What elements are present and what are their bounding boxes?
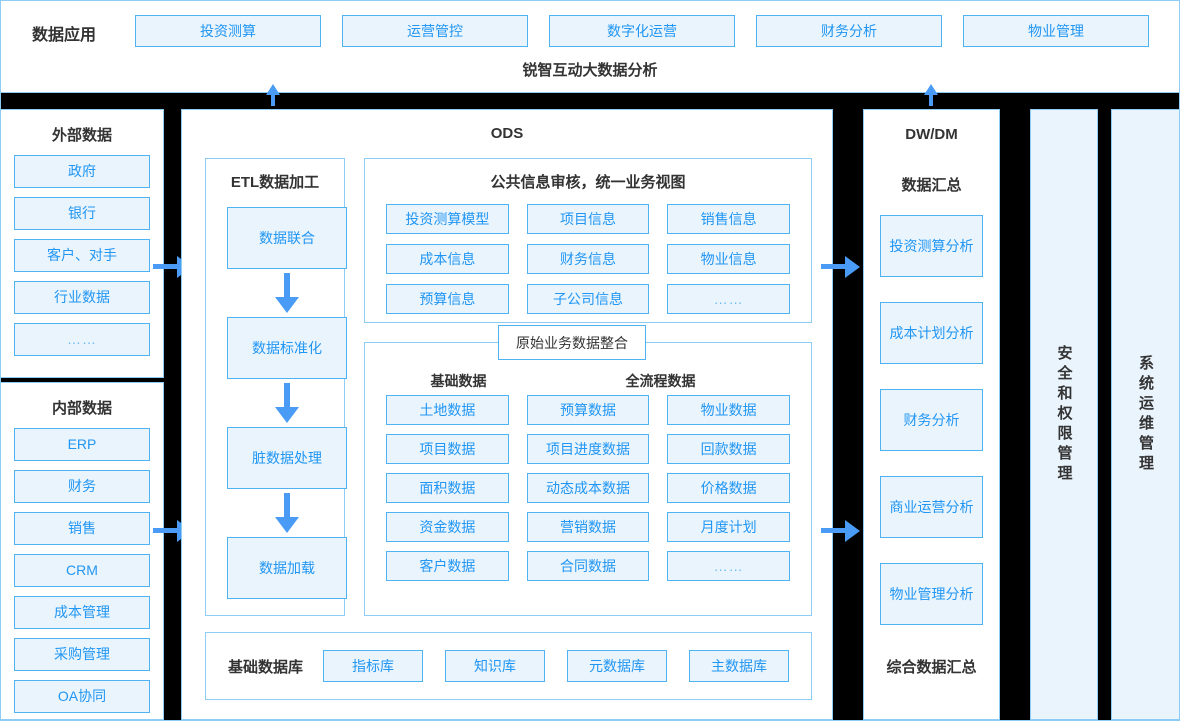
raw-item-11[interactable]: 月度计划 xyxy=(667,512,790,542)
internal-item-5[interactable]: 采购管理 xyxy=(14,638,150,671)
raw-item-7[interactable]: 动态成本数据 xyxy=(526,473,650,503)
public-item-6[interactable]: 预算信息 xyxy=(386,284,509,314)
internal-item-2[interactable]: 销售 xyxy=(14,512,150,545)
external-item-0[interactable]: 政府 xyxy=(14,155,150,188)
basedb-item-0[interactable]: 指标库 xyxy=(323,650,424,682)
raw-item-9[interactable]: 资金数据 xyxy=(386,512,509,542)
raw-column-headers: 基础数据 全流程数据 xyxy=(365,371,811,391)
app-box-2[interactable]: 数字化运营 xyxy=(549,15,735,47)
internal-item-0[interactable]: ERP xyxy=(14,428,150,461)
basedb-item-2[interactable]: 元数据库 xyxy=(567,650,668,682)
data-application-label: 数据应用 xyxy=(32,27,97,44)
internal-item-3[interactable]: CRM xyxy=(14,554,150,587)
etl-title: ETL数据加工 xyxy=(230,174,320,191)
base-database-title: 基础数据库 xyxy=(228,658,304,676)
internal-data-list: ERP 财务 销售 CRM 成本管理 采购管理 OA协同 xyxy=(14,428,150,713)
raw-item-4[interactable]: 项目进度数据 xyxy=(526,434,650,464)
public-item-3[interactable]: 成本信息 xyxy=(386,244,509,274)
arrow-ods-to-dw-bottom xyxy=(821,520,861,542)
public-item-0[interactable]: 投资测算模型 xyxy=(386,204,509,234)
ods-title: ODS xyxy=(490,125,524,142)
basedb-item-3[interactable]: 主数据库 xyxy=(689,650,790,682)
etl-step-1[interactable]: 数据标准化 xyxy=(227,317,347,379)
arrow-ods-to-dw-top xyxy=(821,256,861,278)
dw-dm-footer: 综合数据汇总 xyxy=(886,659,977,676)
app-box-1[interactable]: 运营管控 xyxy=(342,15,528,47)
system-ops-column: 系统运维管理 xyxy=(1111,109,1179,720)
dw-dm-panel: DW/DM 数据汇总 投资测算分析 成本计划分析 财务分析 商业运营分析 物业管… xyxy=(863,109,1000,720)
external-item-3[interactable]: 行业数据 xyxy=(14,281,150,314)
external-item-4[interactable]: …… xyxy=(14,323,150,356)
external-data-list: 政府 银行 客户、对手 行业数据 …… xyxy=(14,155,150,356)
internal-item-6[interactable]: OA协同 xyxy=(14,680,150,713)
dw-item-1[interactable]: 成本计划分析 xyxy=(880,302,983,364)
internal-data-title: 内部数据 xyxy=(51,400,112,417)
external-item-2[interactable]: 客户、对手 xyxy=(14,239,150,272)
raw-header-fullprocess: 全流程数据 xyxy=(625,373,696,389)
raw-item-12[interactable]: 客户数据 xyxy=(386,551,509,581)
raw-item-13[interactable]: 合同数据 xyxy=(526,551,650,581)
arrow-up-ods-to-apps xyxy=(266,84,280,106)
internal-item-1[interactable]: 财务 xyxy=(14,470,150,503)
dw-dm-subtitle: 数据汇总 xyxy=(901,177,962,194)
raw-business-data-panel: 原始业务数据整合 基础数据 全流程数据 土地数据 预算数据 物业数据 项目数据 … xyxy=(364,325,812,616)
platform-subtitle: 锐智互动大数据分析 xyxy=(522,62,658,79)
dw-dm-list: 投资测算分析 成本计划分析 财务分析 商业运营分析 物业管理分析 xyxy=(880,215,983,625)
ods-panel: ODS ETL数据加工 数据联合 数据标准化 脏数据处理 数据加载 公共信息审核… xyxy=(181,109,833,720)
raw-item-0[interactable]: 土地数据 xyxy=(386,395,509,425)
etl-step-2[interactable]: 脏数据处理 xyxy=(227,427,347,489)
public-item-5[interactable]: 物业信息 xyxy=(667,244,790,274)
public-item-7[interactable]: 子公司信息 xyxy=(526,284,650,314)
etl-step-3[interactable]: 数据加载 xyxy=(227,537,347,599)
raw-item-10[interactable]: 营销数据 xyxy=(526,512,650,542)
public-item-1[interactable]: 项目信息 xyxy=(526,204,650,234)
raw-item-5[interactable]: 回款数据 xyxy=(667,434,790,464)
public-info-grid: 投资测算模型 项目信息 销售信息 成本信息 财务信息 物业信息 预算信息 子公司… xyxy=(386,204,790,314)
raw-business-data-label: 原始业务数据整合 xyxy=(498,325,646,360)
raw-item-1[interactable]: 预算数据 xyxy=(526,395,650,425)
raw-item-14[interactable]: …… xyxy=(667,551,790,581)
raw-item-3[interactable]: 项目数据 xyxy=(386,434,509,464)
arrow-up-dw-to-apps xyxy=(924,84,938,106)
public-item-8[interactable]: …… xyxy=(667,284,790,314)
security-permission-label: 安全和权限管理 xyxy=(1055,344,1073,485)
dw-item-3[interactable]: 商业运营分析 xyxy=(880,476,983,538)
security-permission-column: 安全和权限管理 xyxy=(1030,109,1098,720)
raw-item-2[interactable]: 物业数据 xyxy=(667,395,790,425)
public-info-panel: 公共信息审核，统一业务视图 投资测算模型 项目信息 销售信息 成本信息 财务信息… xyxy=(364,158,812,323)
public-item-2[interactable]: 销售信息 xyxy=(667,204,790,234)
system-ops-label: 系统运维管理 xyxy=(1137,354,1154,475)
internal-data-panel: 内部数据 ERP 财务 销售 CRM 成本管理 采购管理 OA协同 xyxy=(1,382,164,720)
data-application-band: 数据应用 投资测算 运营管控 数字化运营 财务分析 物业管理 锐智互动大数据分析 xyxy=(1,1,1179,93)
raw-item-8[interactable]: 价格数据 xyxy=(667,473,790,503)
app-box-4[interactable]: 物业管理 xyxy=(963,15,1149,47)
raw-header-basic: 基础数据 xyxy=(430,373,487,389)
internal-item-4[interactable]: 成本管理 xyxy=(14,596,150,629)
public-info-title: 公共信息审核，统一业务视图 xyxy=(490,174,686,191)
base-database-list: 指标库 知识库 元数据库 主数据库 xyxy=(323,650,790,682)
data-application-list: 投资测算 运营管控 数字化运营 财务分析 物业管理 xyxy=(135,15,1149,47)
public-item-4[interactable]: 财务信息 xyxy=(526,244,650,274)
dw-item-2[interactable]: 财务分析 xyxy=(880,389,983,451)
app-box-3[interactable]: 财务分析 xyxy=(756,15,942,47)
raw-data-grid: 土地数据 预算数据 物业数据 项目数据 项目进度数据 回款数据 面积数据 动态成… xyxy=(386,395,790,581)
base-database-panel: 基础数据库 指标库 知识库 元数据库 主数据库 xyxy=(205,632,812,700)
etl-step-0[interactable]: 数据联合 xyxy=(227,207,347,269)
external-item-1[interactable]: 银行 xyxy=(14,197,150,230)
external-data-title: 外部数据 xyxy=(51,127,112,144)
app-box-0[interactable]: 投资测算 xyxy=(135,15,321,47)
basedb-item-1[interactable]: 知识库 xyxy=(445,650,546,682)
dw-item-4[interactable]: 物业管理分析 xyxy=(880,563,983,625)
dw-item-0[interactable]: 投资测算分析 xyxy=(880,215,983,277)
external-data-panel: 外部数据 政府 银行 客户、对手 行业数据 …… xyxy=(1,109,164,378)
dw-dm-title: DW/DM xyxy=(905,126,958,143)
raw-item-6[interactable]: 面积数据 xyxy=(386,473,509,503)
etl-panel: ETL数据加工 数据联合 数据标准化 脏数据处理 数据加载 xyxy=(205,158,347,616)
